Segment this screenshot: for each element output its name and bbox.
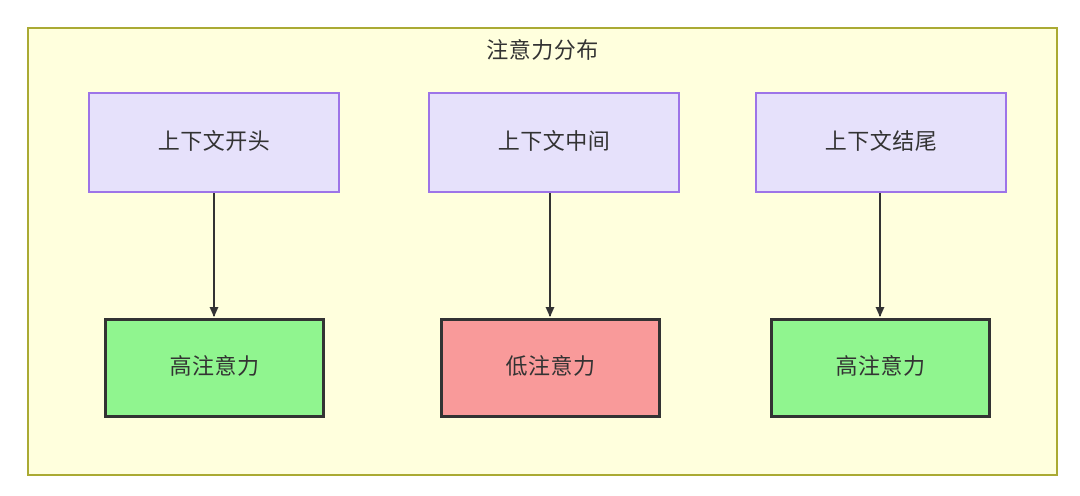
node-context-end[interactable]: 上下文结尾 (755, 92, 1007, 193)
page-title: 注意力分布 (486, 39, 599, 64)
node-high-attention-end[interactable]: 高注意力 (770, 318, 991, 418)
node-context-middle[interactable]: 上下文中间 (428, 92, 680, 193)
node-low-attention-middle[interactable]: 低注意力 (440, 318, 661, 418)
node-context-start[interactable]: 上下文开头 (88, 92, 340, 193)
node-high-attention-start[interactable]: 高注意力 (104, 318, 325, 418)
